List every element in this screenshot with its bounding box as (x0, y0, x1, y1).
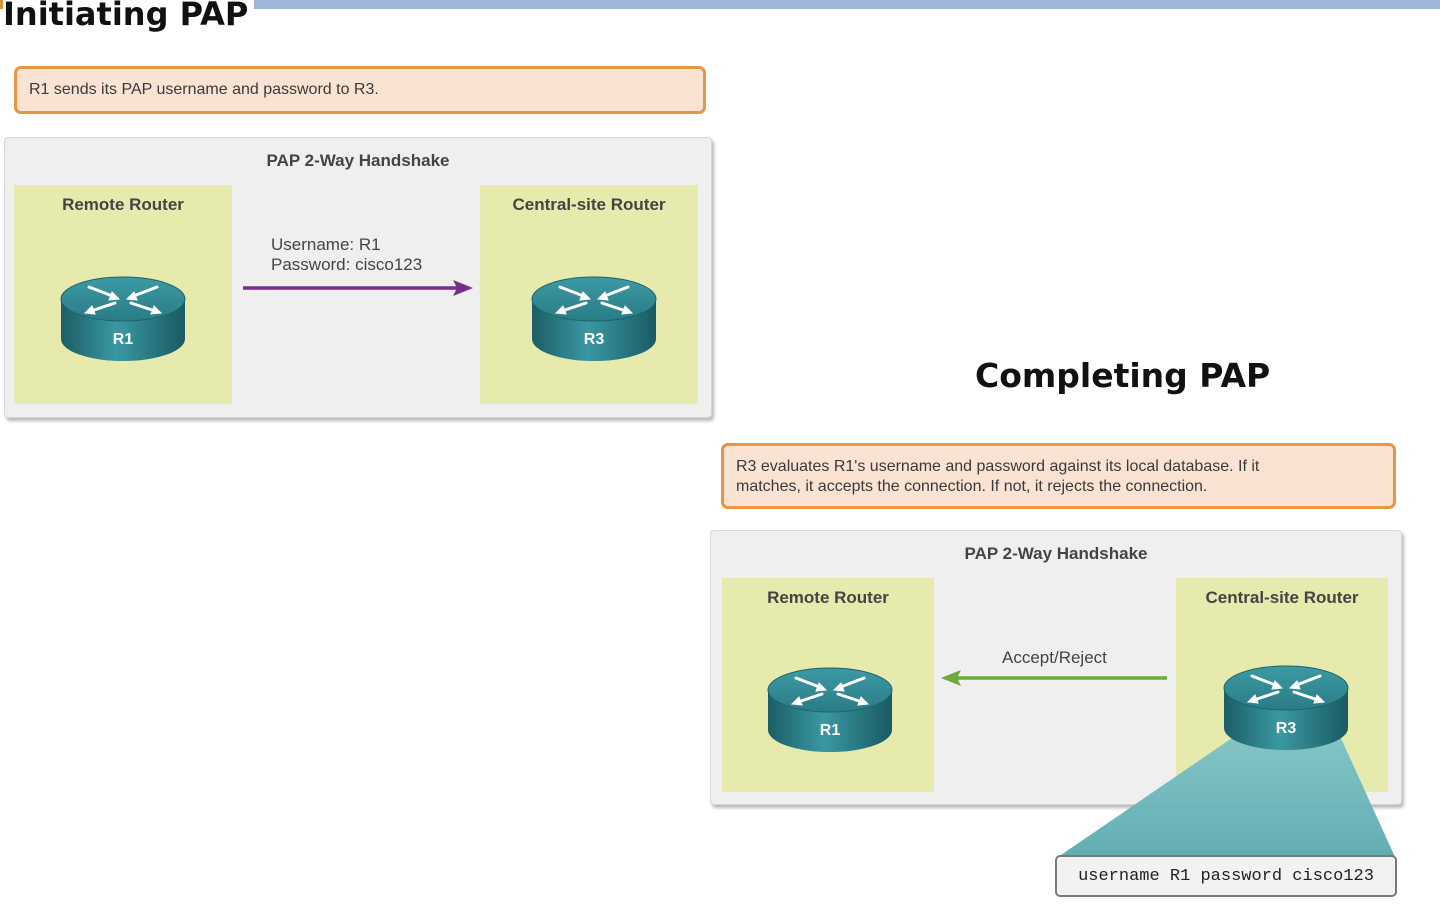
router-r3-label: R3 (1275, 720, 1297, 737)
completing-callout: R3 evaluates R1's username and password … (721, 443, 1396, 509)
username-text: Username: R1 (271, 235, 381, 254)
router-icon-r1: R1 (59, 273, 187, 365)
arrow-left-icon (941, 670, 1167, 686)
remote-router-label: Remote Router (62, 195, 184, 214)
panel-title: PAP 2-Way Handshake (964, 544, 1148, 563)
router-icon (60, 276, 186, 361)
router-icon-r3: R3 (1222, 662, 1350, 754)
router-icon (1223, 665, 1349, 750)
central-router-label: Central-site Router (512, 195, 666, 214)
completing-pap-title: Completing PAP (975, 356, 1271, 395)
remote-router-zone: Remote Router R1 (722, 578, 934, 792)
remote-router-label: Remote Router (767, 588, 889, 607)
central-router-label: Central-site Router (1205, 588, 1359, 607)
password-text: Password: cisco123 (271, 255, 423, 274)
credentials-message: Username: R1 Password: cisco123 (271, 235, 422, 275)
accept-reject-message: Accept/Reject (1002, 648, 1107, 667)
router-icon (531, 276, 657, 361)
initiating-callout: R1 sends its PAP username and password t… (14, 66, 706, 114)
router-r1-label: R1 (819, 722, 841, 739)
top-banner (0, 0, 1440, 9)
remote-router-zone: Remote Router R1 (14, 185, 232, 404)
central-router-zone: Central-site Router R3 (480, 185, 698, 404)
initiating-pap-title: Initiating PAP (3, 0, 255, 34)
top-banner-accent (0, 0, 3, 9)
arrow-right-icon (243, 280, 473, 296)
router-r3-label: R3 (583, 331, 605, 348)
router-icon-r3: R3 (530, 273, 658, 365)
router-icon-r1: R1 (766, 664, 894, 756)
handshake-panel-initiating: PAP 2-Way Handshake Remote Router R1 Use… (4, 137, 712, 418)
completing-callout-line2: matches, it accepts the connection. If n… (736, 478, 1208, 495)
config-command-text: username R1 password cisco123 (1078, 866, 1374, 886)
config-command-box: username R1 password cisco123 (1055, 855, 1397, 897)
router-icon (767, 667, 893, 752)
completing-callout-line1: R3 evaluates R1's username and password … (736, 458, 1260, 475)
panel-title: PAP 2-Way Handshake (266, 151, 450, 170)
router-r1-label: R1 (112, 331, 134, 348)
initiating-callout-text: R1 sends its PAP username and password t… (29, 81, 379, 98)
